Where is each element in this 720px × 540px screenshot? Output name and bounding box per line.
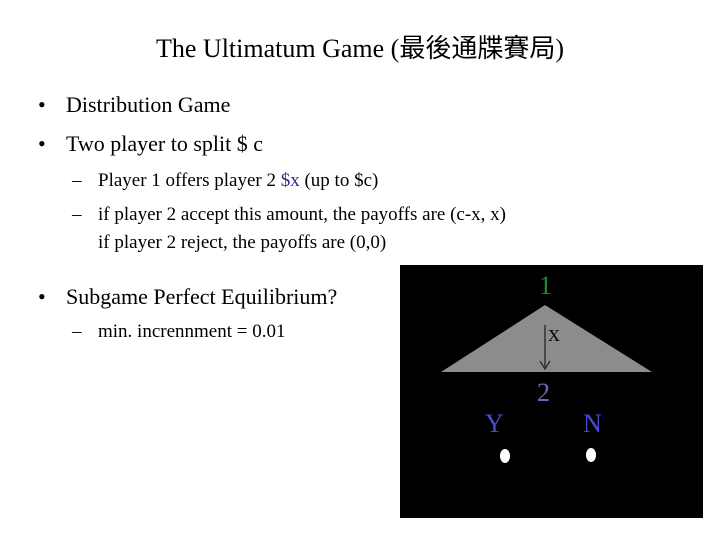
bullet-dot: • — [38, 284, 46, 309]
strategy-triangle — [441, 305, 652, 372]
game-tree-diagram — [441, 305, 652, 463]
dash-marker: – — [72, 204, 82, 225]
game-tree-panel: 1 x 2 Y N — [400, 265, 703, 518]
bullet-text: Subgame Perfect Equilibrium? — [66, 284, 338, 309]
node-1-label: 1 — [539, 271, 552, 300]
outcome-dot-no — [586, 448, 596, 462]
bullet-text: Two player to split $ c — [66, 131, 264, 156]
sub-bullet-offer: – Player 1 offers player 2 $x (up to $c) — [72, 170, 379, 192]
dash-marker: – — [72, 321, 82, 342]
sub-text: if player 2 accept this amount, the payo… — [98, 204, 506, 225]
sub-bullet-accept: – if player 2 accept this amount, the pa… — [72, 204, 506, 226]
offer-x-label: x — [548, 321, 560, 347]
slide-title: The Ultimatum Game (最後通牒賽局) — [156, 34, 564, 63]
sub-line-reject: if player 2 reject, the payoffs are (0,0… — [98, 232, 386, 254]
bullet-dot: • — [38, 131, 46, 156]
bullet-text: Distribution Game — [66, 92, 231, 117]
sub-text: if player 2 reject, the payoffs are (0,0… — [98, 232, 387, 253]
sub-bullet-min-increment: – min. incrennment = 0.01 — [72, 321, 286, 343]
bullet-subgame-perfect: • Subgame Perfect Equilibrium? — [38, 284, 338, 310]
sub-text: min. incrennment = 0.01 — [98, 321, 286, 342]
sub-text-highlight: $x — [280, 170, 300, 191]
dash-marker: – — [72, 170, 82, 191]
bullet-dot: • — [38, 92, 46, 117]
sub-text-post: (up to $c) — [299, 170, 379, 191]
bullet-two-player-split: • Two player to split $ c — [38, 131, 264, 157]
offer-arrowhead — [539, 360, 551, 371]
outcome-dot-yes — [500, 449, 510, 463]
accept-y-label: Y — [485, 409, 504, 438]
sub-text-pre: Player 1 offers player 2 — [98, 170, 281, 191]
bullet-distribution-game: • Distribution Game — [38, 92, 231, 118]
node-2-label: 2 — [537, 378, 550, 407]
reject-n-label: N — [583, 409, 602, 438]
